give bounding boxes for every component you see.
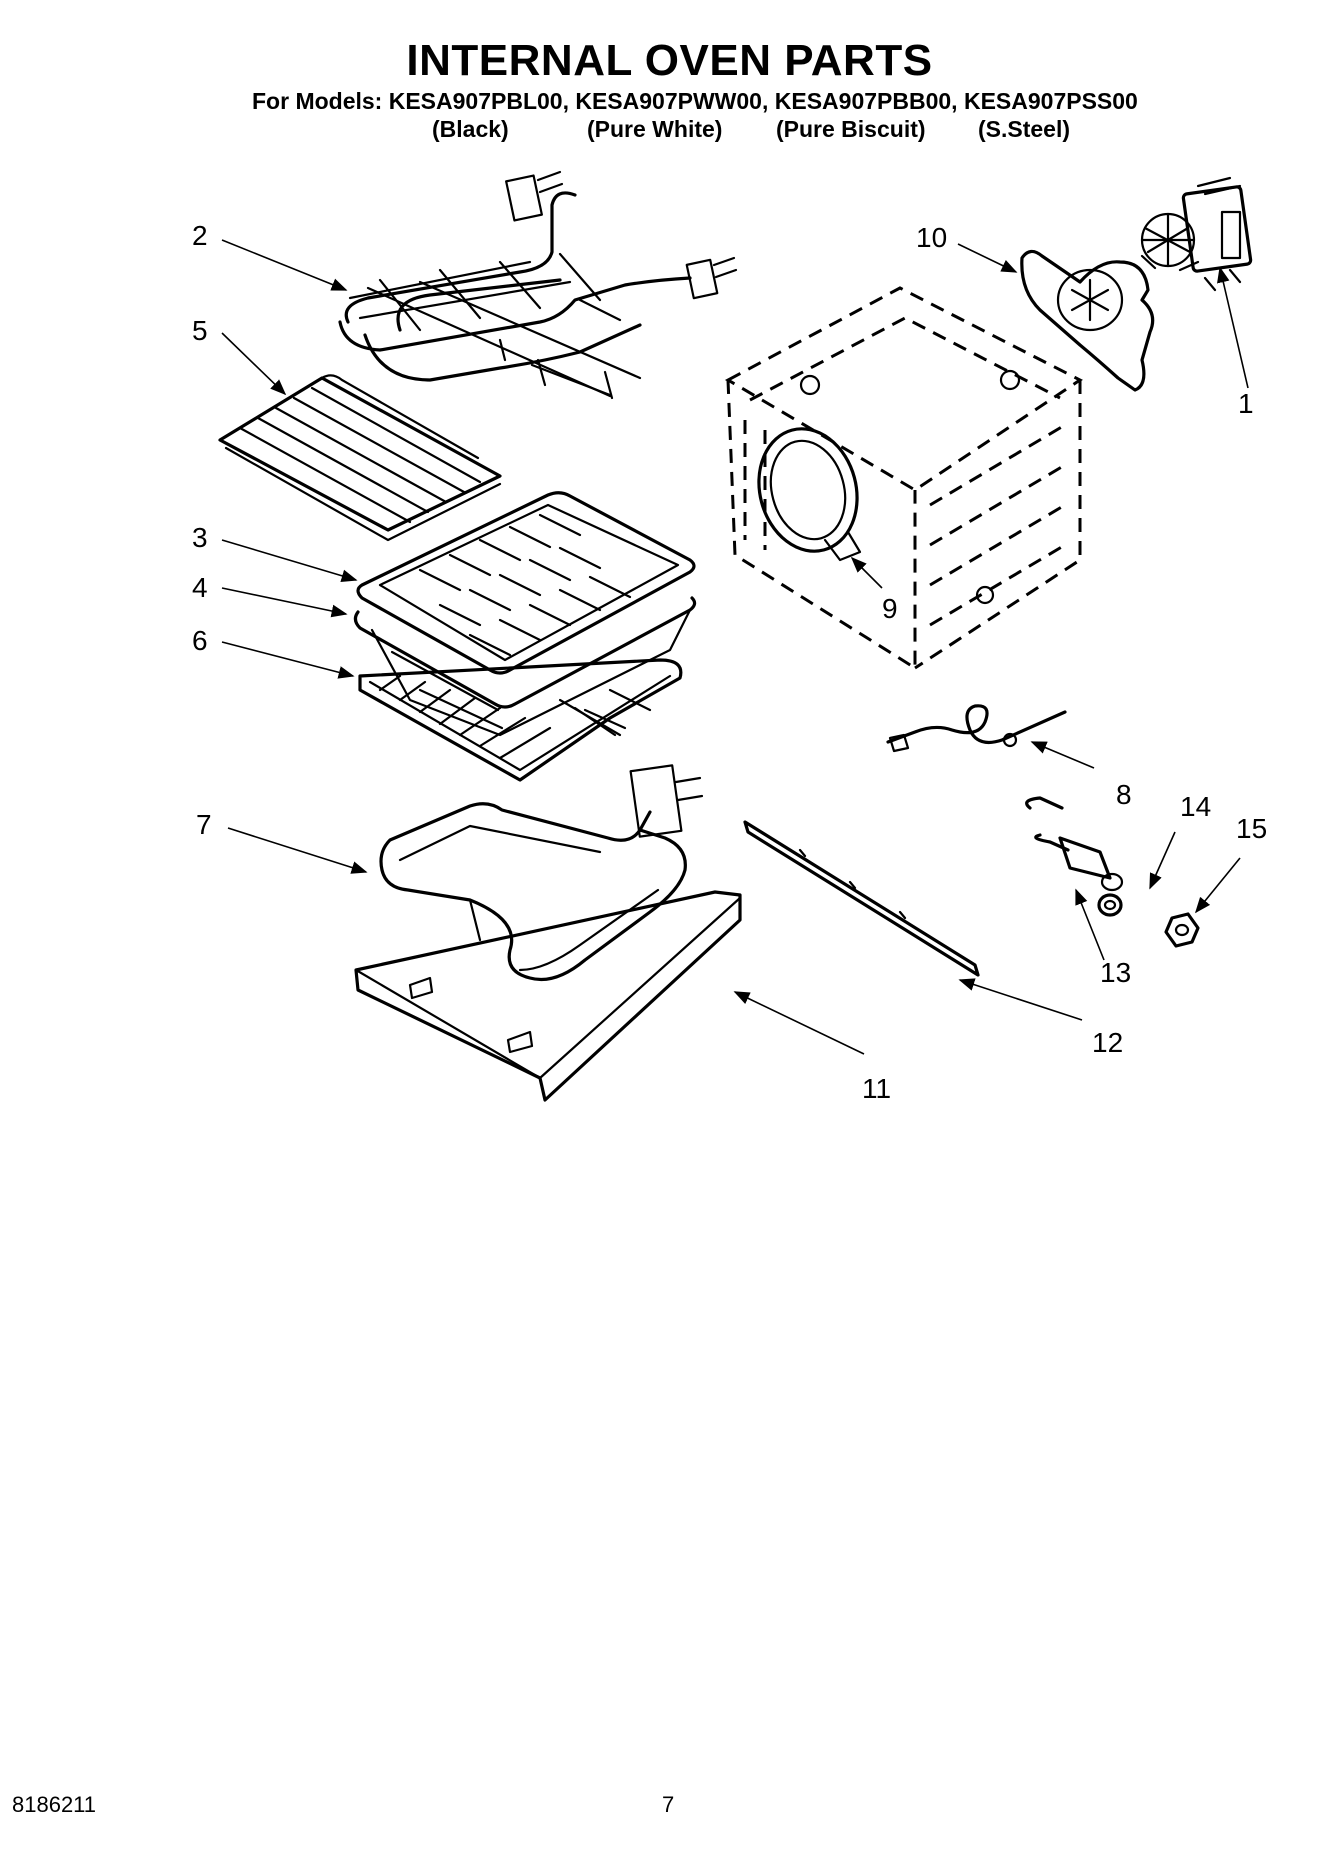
models-line: For Models: KESA907PBL00, KESA907PWW00, … bbox=[252, 88, 1138, 114]
hidden-bake-cover-illustration bbox=[354, 890, 742, 1102]
oven-cavity-outline bbox=[724, 286, 1083, 671]
callout-15: 15 bbox=[1236, 813, 1267, 844]
rack-support-illustration bbox=[743, 820, 980, 977]
broil-element-illustration bbox=[338, 170, 738, 400]
finish-black: (Black) bbox=[432, 116, 509, 142]
bake-element-illustration bbox=[379, 764, 704, 982]
document-number: 8186211 bbox=[12, 1792, 97, 1817]
oven-rack-illustration bbox=[358, 658, 683, 782]
washer-illustration bbox=[1097, 893, 1123, 917]
callout-9: 9 bbox=[882, 593, 898, 624]
leader-lines bbox=[221, 239, 1249, 1055]
callout-2: 2 bbox=[192, 220, 208, 251]
callout-6: 6 bbox=[192, 625, 208, 656]
callout-4: 4 bbox=[192, 572, 208, 603]
callout-11: 11 bbox=[862, 1073, 891, 1104]
callout-numbers: 2 5 3 4 6 7 8 9 10 1 11 12 13 14 15 bbox=[192, 220, 1267, 1104]
callout-1: 1 bbox=[1238, 388, 1254, 419]
nut-illustration bbox=[1164, 912, 1200, 948]
fan-shroud-illustration bbox=[1020, 249, 1155, 392]
callout-5: 5 bbox=[192, 315, 208, 346]
finish-stainless-steel: (S.Steel) bbox=[978, 116, 1071, 142]
finish-pure-white: (Pure White) bbox=[587, 116, 723, 142]
page-title: INTERNAL OVEN PARTS bbox=[406, 36, 933, 85]
page-number: 7 bbox=[662, 1792, 675, 1817]
callout-13: 13 bbox=[1100, 957, 1131, 988]
temperature-sensor-illustration bbox=[886, 704, 1067, 753]
callout-14: 14 bbox=[1180, 791, 1211, 822]
callout-12: 12 bbox=[1092, 1027, 1123, 1058]
convection-element-illustration bbox=[757, 427, 862, 562]
convection-fan-motor-illustration bbox=[1140, 176, 1253, 292]
callout-8: 8 bbox=[1116, 779, 1132, 810]
callout-3: 3 bbox=[192, 522, 208, 553]
callout-10: 10 bbox=[916, 222, 947, 253]
light-socket-illustration bbox=[1025, 796, 1124, 892]
broiler-grid-illustration bbox=[356, 491, 696, 675]
finish-pure-biscuit: (Pure Biscuit) bbox=[776, 116, 926, 142]
callout-7: 7 bbox=[196, 809, 212, 840]
broil-pan-grid-illustration bbox=[218, 374, 502, 542]
